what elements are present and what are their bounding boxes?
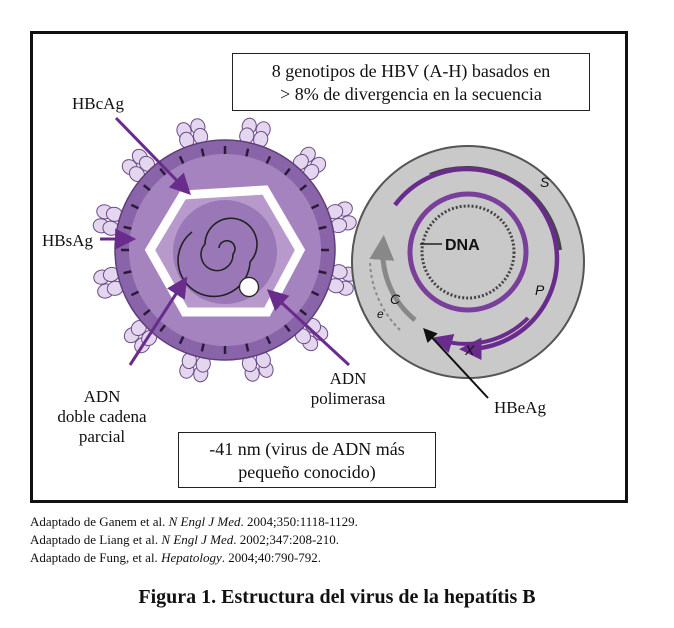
hbsag-spike — [292, 146, 327, 181]
hbcag-arrow — [114, 116, 191, 196]
virion-illustration — [92, 117, 358, 383]
envelope-tick — [142, 184, 151, 192]
c-arc — [369, 235, 417, 322]
dna-outer-strand — [407, 191, 529, 313]
envelope-tick — [123, 225, 132, 230]
hbsag-label: HBsAg — [42, 231, 94, 250]
figure-title: Figura 1. Estructura del virus de la hep… — [138, 586, 536, 608]
size-line-2: pequeño conocido) — [238, 462, 376, 482]
reference-3-citation: . 2004;40:790-792. — [221, 550, 322, 565]
dsdna-label: ADN doble cadena parcial — [52, 387, 152, 447]
hbeag-label: HBeAg — [494, 398, 546, 417]
genotypes-box: 8 genotipos de HBV (A-H) basados en > 8%… — [232, 53, 590, 111]
reference-2-journal: N Engl J Med — [161, 532, 234, 547]
dsdna-label-line-2: doble cadena — [57, 407, 147, 426]
x-arc — [432, 316, 530, 354]
genotypes-line-1: 8 genotipos de HBV (A-H) basados en — [271, 61, 551, 81]
envelope-tick — [299, 184, 308, 192]
reference-3: Adaptado de Fung, et al. Hepatology. 200… — [30, 549, 321, 567]
reference-1-authors: Adaptado de Ganem et al. — [30, 514, 169, 529]
envelope-tick — [200, 148, 205, 157]
hbsag-spike — [239, 117, 271, 148]
envelope-ticks — [121, 146, 329, 354]
envelope-tick — [318, 270, 327, 275]
envelope-tick — [245, 343, 250, 352]
reference-3-authors: Adaptado de Fung, et al. — [30, 550, 162, 565]
envelope-tick — [283, 167, 291, 176]
envelope-tick — [283, 324, 291, 333]
envelope-tick — [318, 225, 327, 230]
reference-2-citation: . 2002;347:208-210. — [233, 532, 340, 547]
envelope-tick — [142, 308, 151, 316]
envelope-tick — [159, 167, 167, 176]
hbsag-spike — [176, 118, 209, 149]
dsdna-label-line-1: ADN — [83, 387, 121, 406]
p-arc — [393, 166, 560, 361]
envelope-tick — [200, 343, 205, 352]
surface-spikes — [92, 117, 358, 383]
partial-dsdna-spiral — [177, 217, 258, 298]
polymerase-label-line-1: ADN — [329, 369, 367, 388]
polymerase-label-line-2: polimerasa — [310, 389, 386, 408]
envelope-tick — [245, 148, 250, 157]
envelope-tick — [310, 290, 320, 297]
reference-3-journal: Hepatology — [161, 550, 222, 565]
envelope-tick — [299, 308, 308, 316]
e-arc — [369, 261, 401, 331]
c-label: C — [390, 291, 401, 307]
size-line-1: -41 nm (virus de ADN más — [209, 439, 405, 459]
p-label: P — [535, 282, 545, 298]
genome-map — [351, 145, 585, 379]
reference-2-authors: Adaptado de Liang et al. — [30, 532, 162, 547]
hbeag-arrow — [423, 327, 489, 399]
reference-1-journal: N Engl J Med — [168, 514, 241, 529]
hbsag-spike — [326, 201, 357, 234]
envelope-tick — [265, 335, 272, 345]
hbsag-spike — [241, 351, 274, 382]
hbsag-spike — [93, 266, 124, 299]
reference-1-citation: . 2004;350:1118-1129. — [240, 514, 358, 529]
envelope-tick — [159, 324, 167, 333]
envelope-tick — [265, 155, 272, 165]
dna-inner-strand — [420, 204, 516, 300]
polymerase-label: ADN polimerasa — [293, 369, 403, 409]
hbsag-spike — [121, 148, 156, 183]
s-label: S — [540, 174, 550, 190]
polymerase-arrow — [266, 289, 351, 367]
envelope-tick — [123, 270, 132, 275]
e-label: e — [377, 307, 384, 321]
envelope-tick — [130, 290, 140, 297]
polymerase-dot — [238, 276, 260, 298]
hbcag-label: HBcAg — [72, 94, 124, 113]
envelope-tick — [310, 203, 320, 210]
size-box: -41 nm (virus de ADN más pequeño conocid… — [178, 432, 436, 488]
dna-label: DNA — [445, 237, 480, 254]
dna-arrow — [128, 276, 188, 366]
hbsag-spike — [92, 204, 123, 236]
genotypes-line-2: > 8% de divergencia en la secuencia — [280, 84, 542, 104]
x-label: X — [464, 342, 475, 358]
reference-2: Adaptado de Liang et al. N Engl J Med. 2… — [30, 531, 339, 549]
envelope-tick — [130, 203, 140, 210]
envelope-tick — [178, 155, 185, 165]
reference-1: Adaptado de Ganem et al. N Engl J Med. 2… — [30, 513, 358, 531]
core — [173, 200, 277, 304]
envelope-tick — [178, 335, 185, 345]
hbsag-spike — [179, 352, 211, 383]
dsdna-label-line-3: parcial — [78, 427, 126, 446]
